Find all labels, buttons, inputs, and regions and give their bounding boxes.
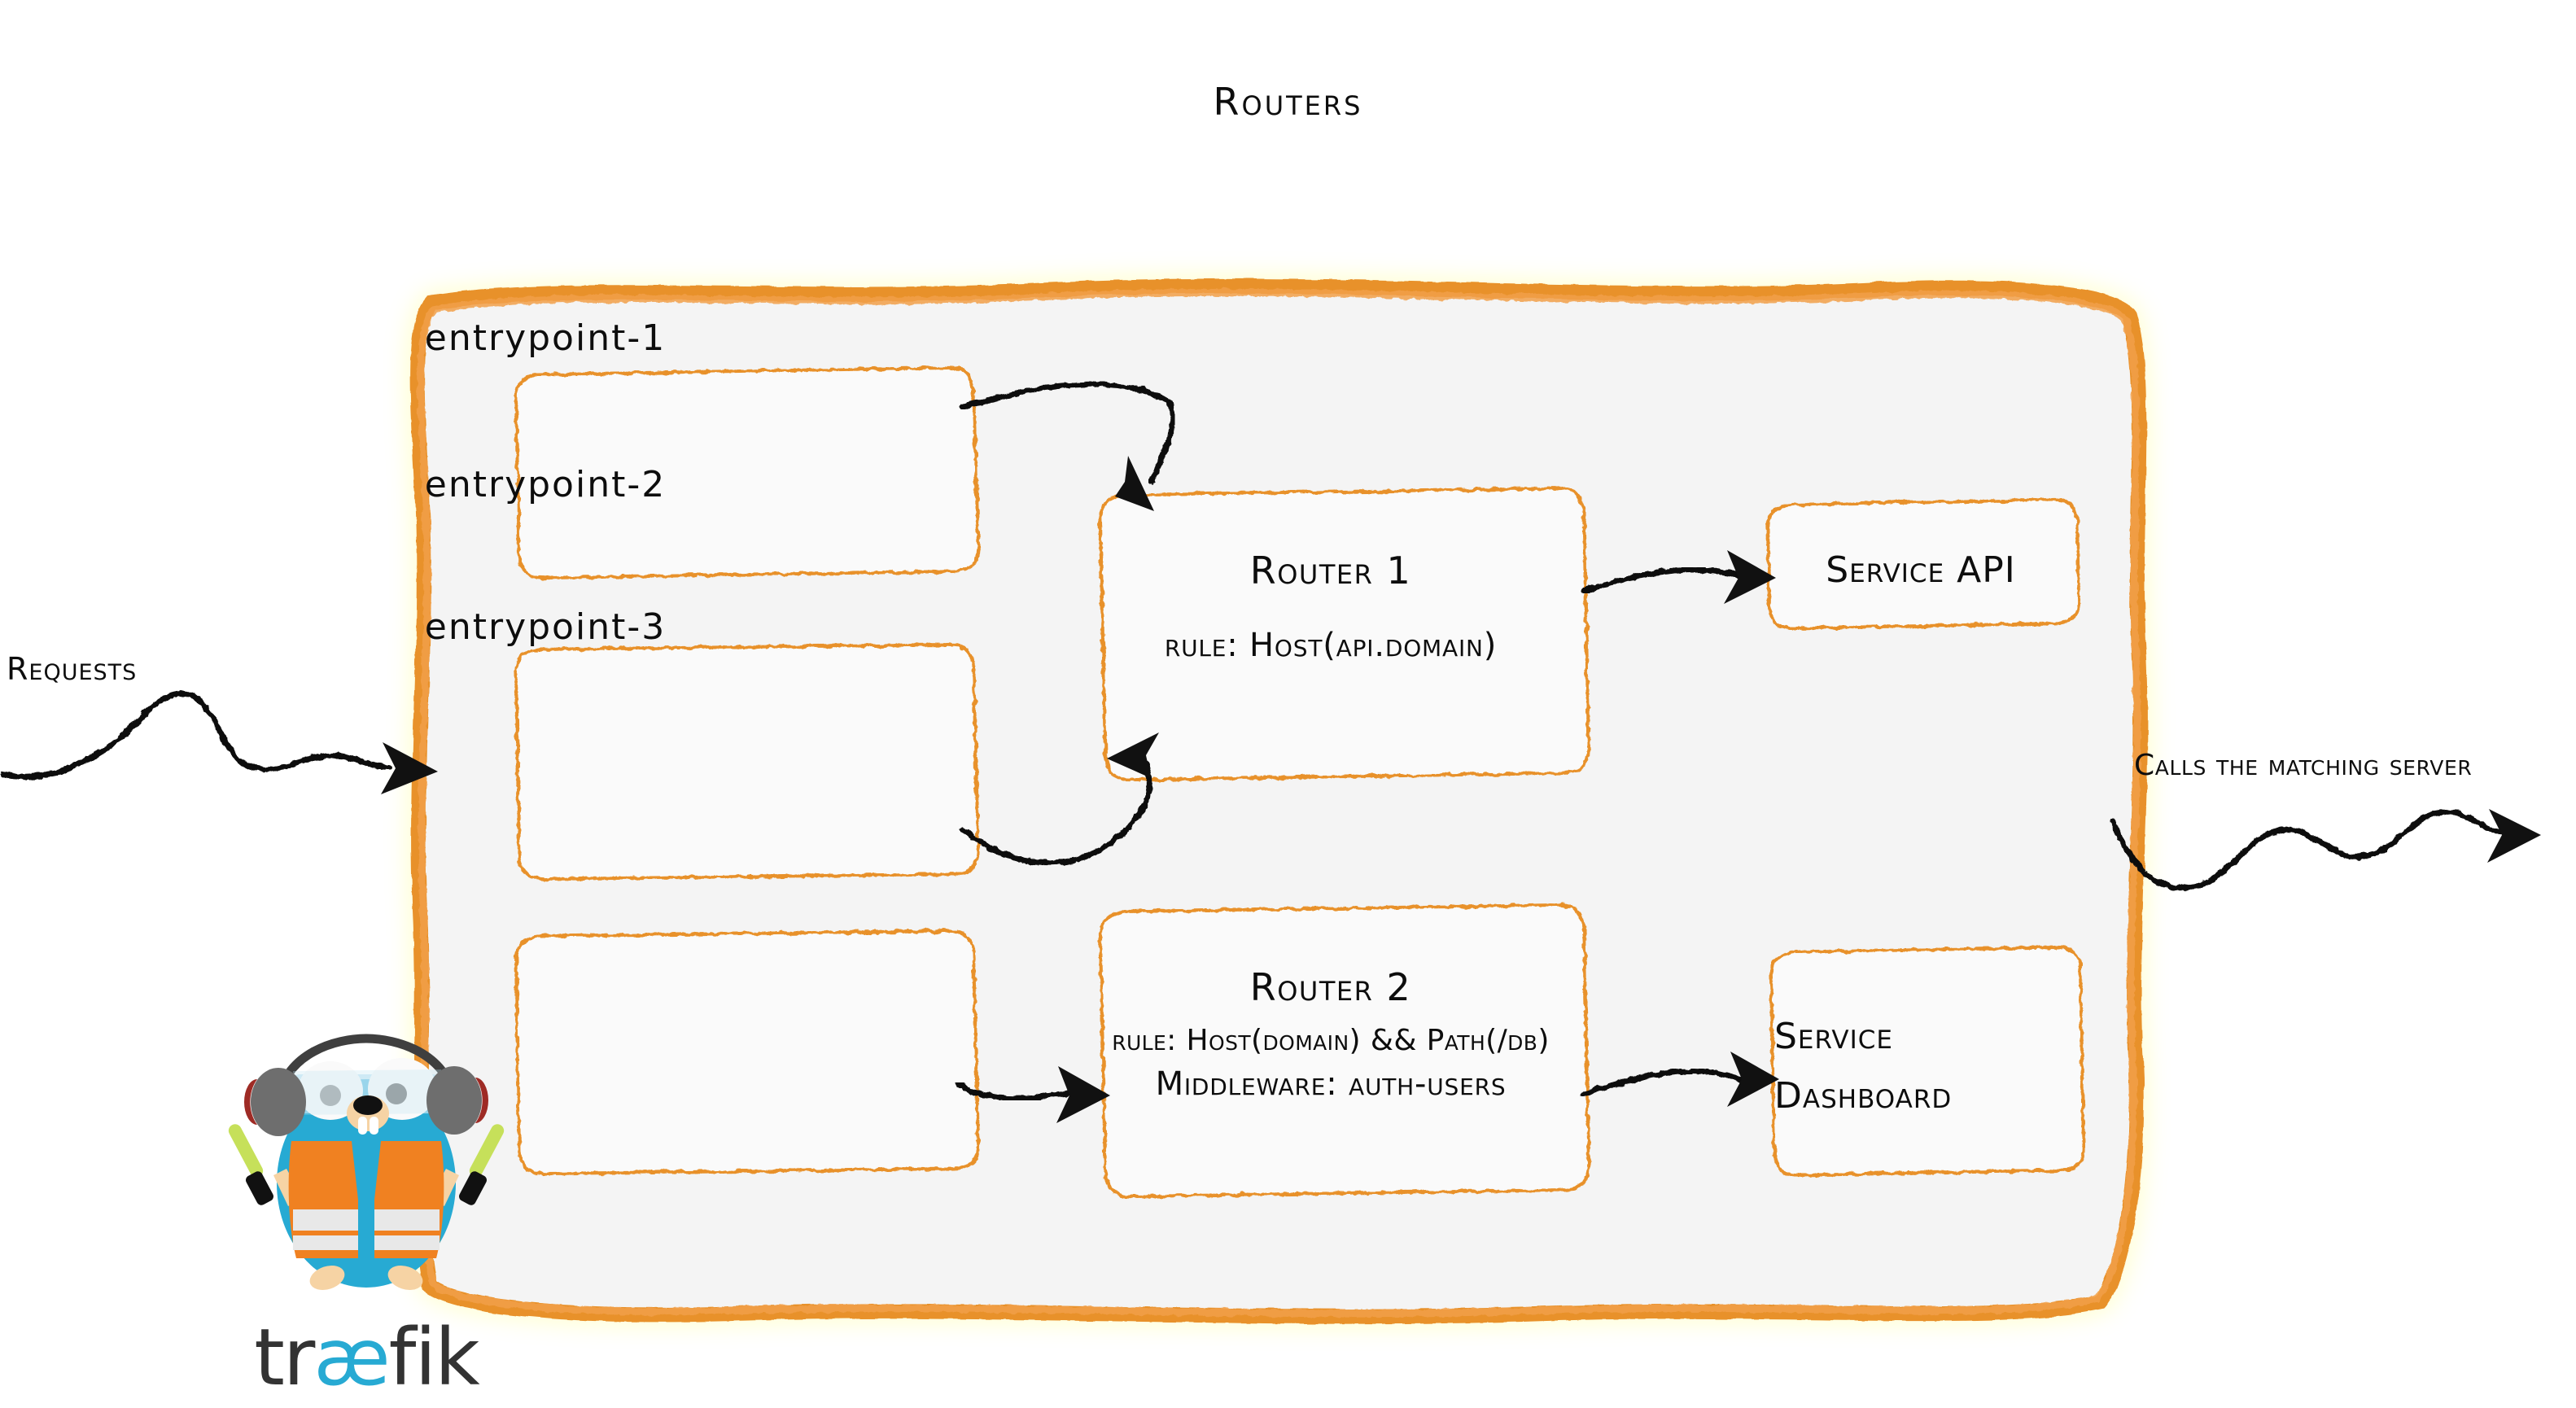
wordmark-ae: æ bbox=[313, 1312, 390, 1403]
entrypoint-1-label: entrypoint-1 bbox=[424, 317, 667, 359]
arrow-ep1-router1-tail bbox=[1148, 399, 1176, 485]
entrypoint-3-box bbox=[514, 929, 981, 1176]
router-2-name: Router 2 bbox=[1249, 964, 1412, 1009]
entrypoint-2-label: entrypoint-2 bbox=[424, 463, 667, 505]
router-2-middleware: Middleware: auth-users bbox=[1155, 1065, 1507, 1103]
arrow-router2-servicedashboard bbox=[1581, 1068, 1747, 1097]
wordmark-pre: tr bbox=[254, 1312, 315, 1403]
service-dashboard-line-1: Service bbox=[1774, 1016, 1893, 1057]
arrow-calls-out bbox=[2110, 809, 2504, 891]
arrow-ep1-router1 bbox=[959, 381, 1172, 410]
arrowhead-ep2-router1 bbox=[1107, 732, 1159, 778]
arrowhead-requests bbox=[381, 742, 438, 794]
traefik-gopher-icon bbox=[228, 1034, 505, 1290]
calls-matching-server-label: Calls the matching server bbox=[2134, 749, 2473, 782]
router-2-content: Router 2 rule: Host(domain) && Path(/db)… bbox=[1099, 912, 1563, 1156]
wordmark-post: fik bbox=[388, 1312, 480, 1403]
arrowhead-calls-out bbox=[2487, 809, 2541, 863]
traefik-logo: træfik bbox=[228, 1032, 505, 1408]
arrow-ep2-router1 bbox=[959, 760, 1152, 866]
page-title: Routers bbox=[1213, 80, 1363, 124]
service-dashboard-content: Service Dashboard bbox=[1774, 985, 2067, 1148]
router-1-rule: rule: Host(api.domain) bbox=[1164, 627, 1498, 664]
service-api-label: Service API bbox=[1826, 549, 2016, 591]
router-1-content: Router 1 rule: Host(api.domain) bbox=[1099, 488, 1563, 724]
arrow-router1-serviceapi bbox=[1581, 566, 1745, 594]
router-2-rule: rule: Host(domain) && Path(/db) bbox=[1112, 1023, 1550, 1057]
traefik-wordmark: træfik bbox=[228, 1318, 505, 1397]
requests-label: Requests bbox=[7, 651, 138, 687]
entrypoint-3-label: entrypoint-3 bbox=[424, 606, 667, 648]
router-1-name: Router 1 bbox=[1249, 549, 1412, 592]
arrowhead-router2-dash bbox=[1727, 1052, 1779, 1107]
arrow-ep3-router2 bbox=[956, 1081, 1071, 1102]
service-dashboard-line-2: Dashboard bbox=[1774, 1075, 1953, 1117]
